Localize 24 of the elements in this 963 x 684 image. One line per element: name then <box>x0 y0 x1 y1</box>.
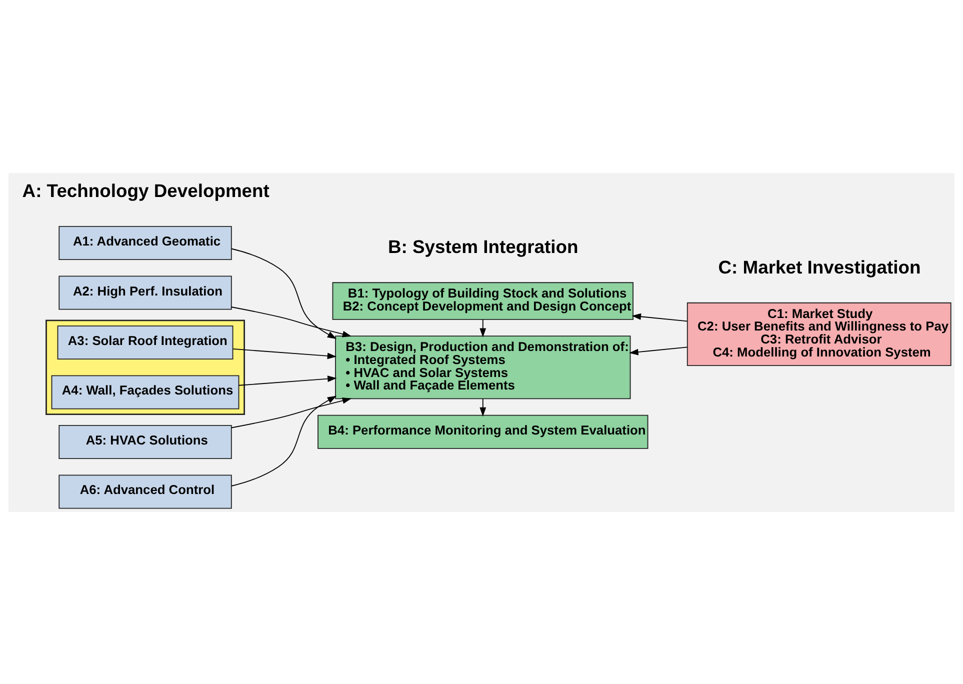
node-box: A4: Wall, Façades Solutions <box>51 374 240 409</box>
node-box: A3: Solar Roof Integration <box>57 324 234 360</box>
node-box: B4: Performance Monitoring and System Evaluation <box>318 414 648 448</box>
arrow <box>238 375 337 386</box>
arrow <box>629 346 688 355</box>
node-box: B1: Typology of Building Stock and Solutions B2: Concept Development and Design Concept <box>332 282 634 320</box>
arrow <box>632 312 688 322</box>
node-box: C1: Market Study C2: User Benefits and Willingness to Pay C3: Retrofit Advisor C4: Modelling of Innovation System <box>686 302 952 366</box>
node-box: A1: Advanced Geomatic <box>58 225 232 260</box>
node-box: A5: HVAC Solutions <box>58 424 232 459</box>
arrow <box>230 306 352 337</box>
node-box: A2: High Perf. Insulation <box>58 275 232 310</box>
arrow <box>231 248 337 338</box>
arrow <box>232 348 337 359</box>
node-box: B3: Design, Production and Demonstration of: • Integrated Roof Systems • HVAC and Solar Systems • Wall and Façade Elements <box>335 335 631 399</box>
arrow <box>230 397 352 428</box>
arrow <box>231 395 337 486</box>
label: B: System Integration <box>388 236 578 257</box>
label: A: Technology Development <box>22 179 270 200</box>
arrow <box>480 398 486 416</box>
cluster <box>46 319 245 415</box>
node-box: A6: Advanced Control <box>58 474 232 508</box>
label: C: Market Investigation <box>718 256 921 277</box>
arrow <box>480 318 486 337</box>
